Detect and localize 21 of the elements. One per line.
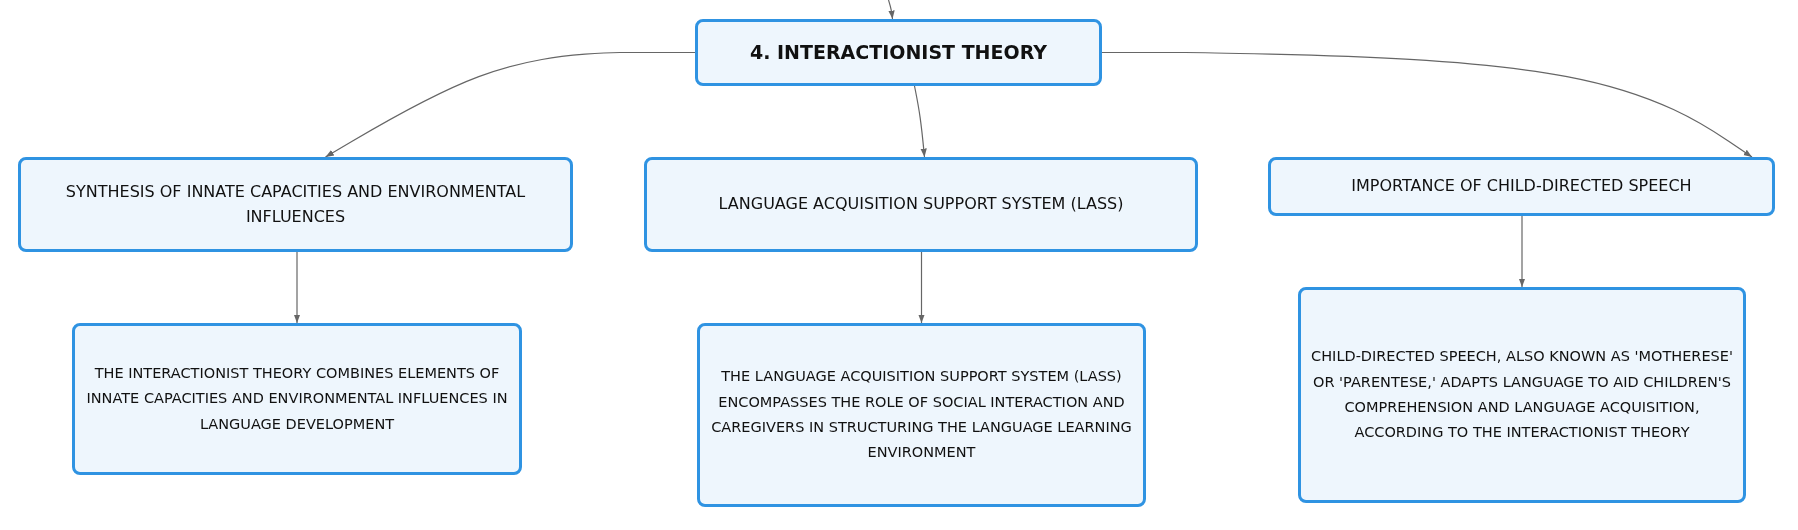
node-text: CHILD-DIRECTED SPEECH, ALSO KNOWN AS 'MOTHERESE' OR 'PARENTESE,' ADAPTS LANGUAGE TO AID CHILDREN'S COMPREHENSION AND LANGUAGE ACQUISITION, ACCORDING TO THE INTERACTIONIST THEORY: [1311, 347, 1733, 443]
description-box: [697, 323, 1146, 507]
node-text: IMPORTANCE OF CHILD-DIRECTED SPEECH: [1351, 175, 1692, 198]
node-text: THE INTERACTIONIST THEORY COMBINES ELEMENTS OF INNATE CAPACITIES AND ENVIRONMENTAL INFLUENCES IN LANGUAGE DEVELOPMENT: [85, 363, 509, 434]
connector-arrow: [918, 251, 925, 324]
node-title: 4. INTERACTIONIST THEORY: [750, 39, 1047, 65]
connector-arrow: [1518, 215, 1526, 288]
connector-arrow: [324, 51, 696, 158]
topic-box: [18, 157, 573, 252]
title-box: [695, 19, 1102, 86]
node-text: LANGUAGE ACQUISITION SUPPORT SYSTEM (LASS): [718, 193, 1124, 216]
topic-box: [1268, 157, 1775, 216]
node-text: SYNTHESIS OF INNATE CAPACITIES AND ENVIRONMENTAL INFLUENCES: [64, 180, 527, 228]
connector-arrow: [1101, 51, 1753, 158]
connector-arrow: [887, 0, 895, 20]
connector-arrow: [293, 251, 301, 324]
node-text: THE LANGUAGE ACQUISITION SUPPORT SYSTEM (LASS) ENCOMPASSES THE ROLE OF SOCIAL INTERACTION AND CAREGIVERS IN STRUCTURING THE LANGUAGE LEARNING ENVIRONMENT: [710, 367, 1133, 463]
description-box: [72, 323, 522, 475]
connector-arrow: [913, 85, 927, 158]
description-box: [1298, 287, 1746, 503]
topic-box: [644, 157, 1198, 252]
